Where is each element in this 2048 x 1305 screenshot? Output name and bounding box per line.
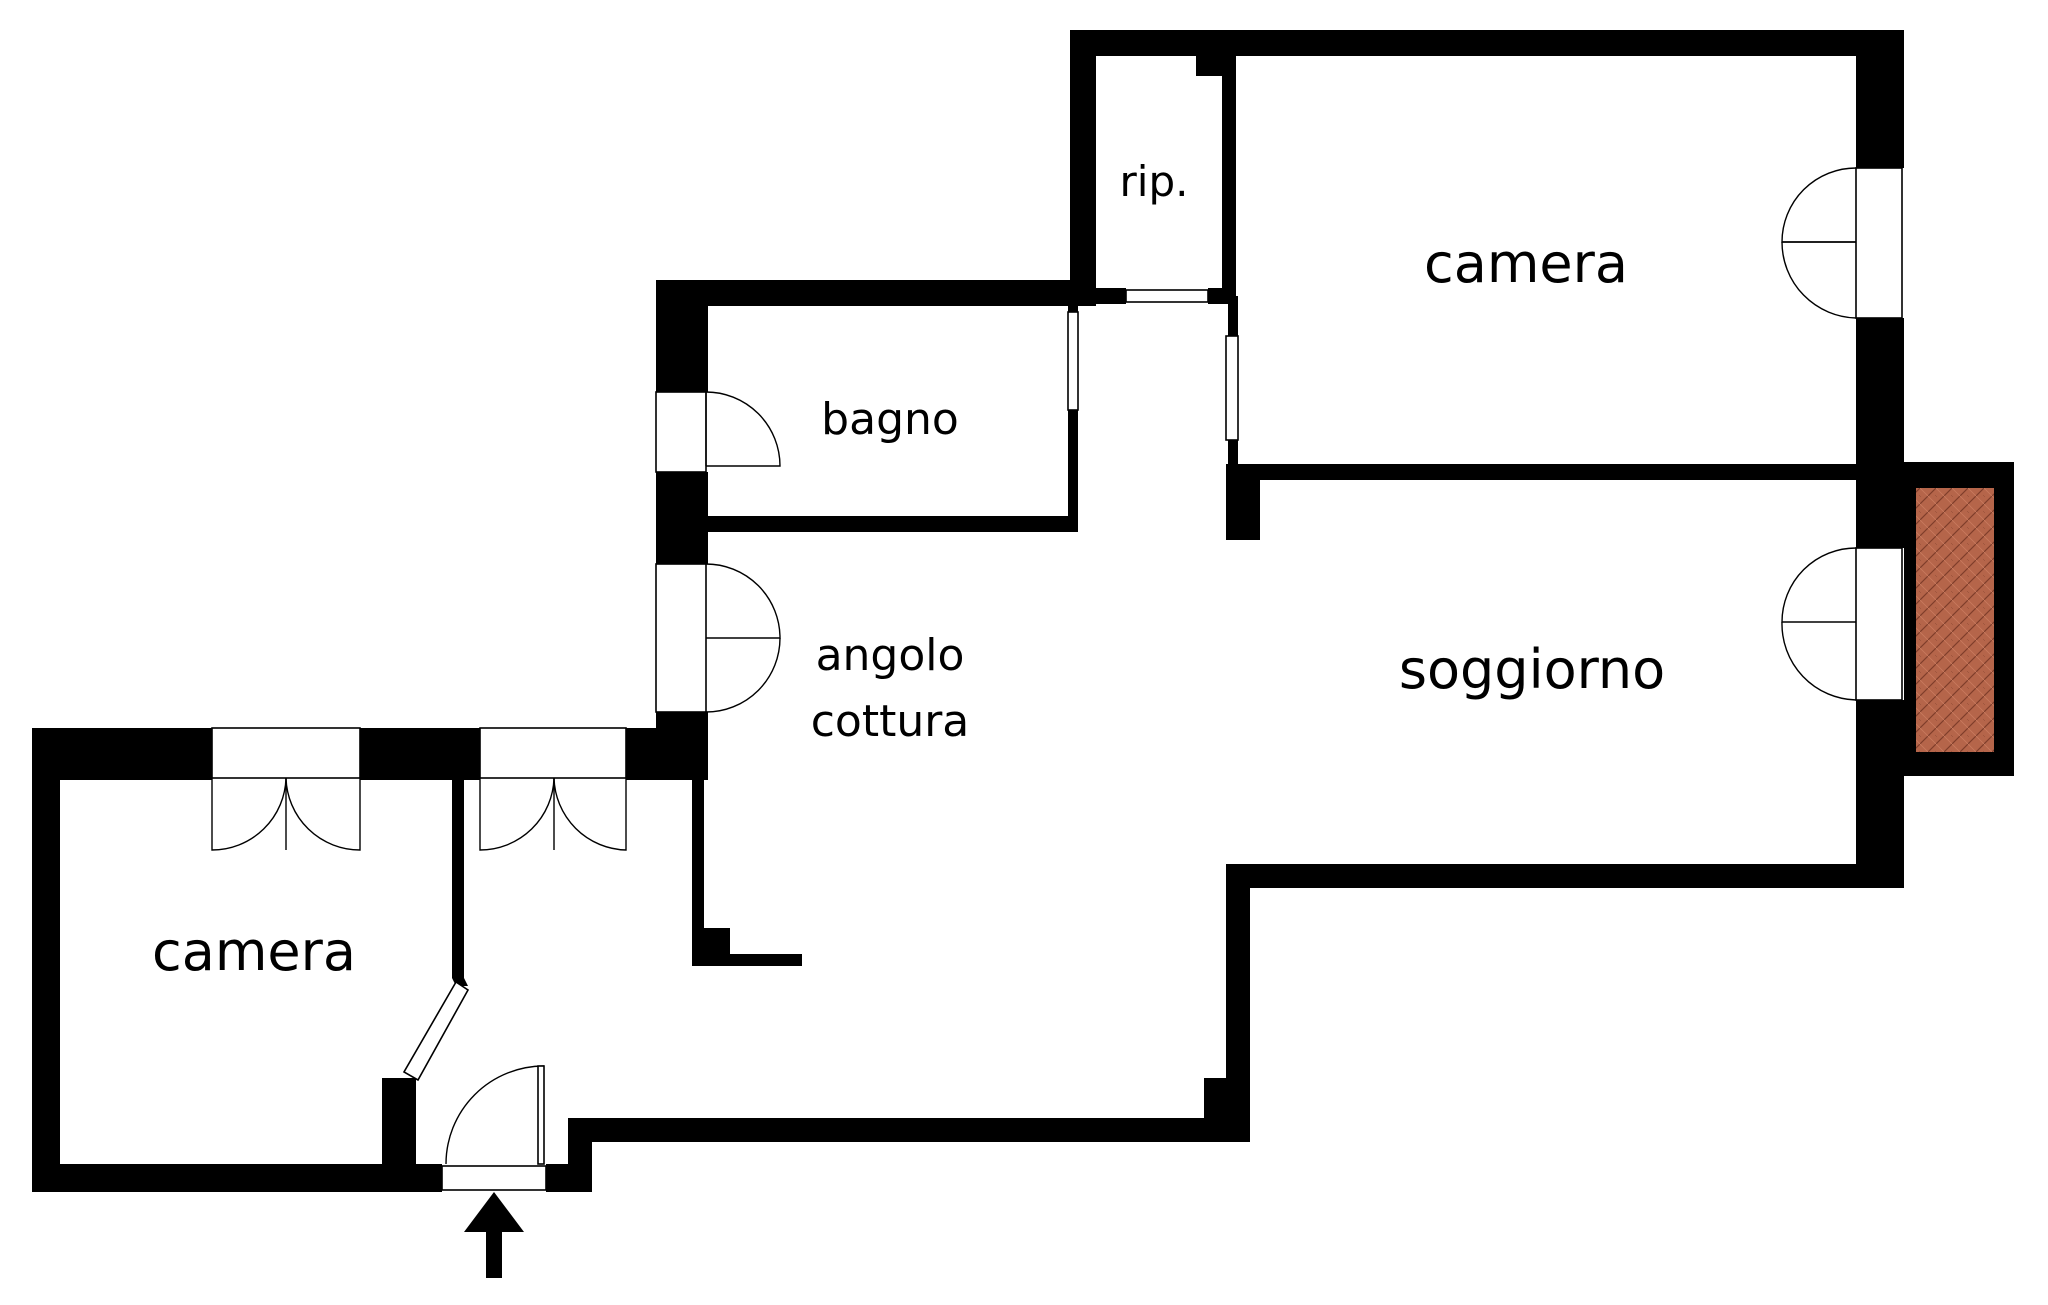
door-camera-top xyxy=(1225,335,1239,441)
wall-right-upper xyxy=(1856,30,1904,168)
entrance-arrow-icon xyxy=(464,1192,524,1278)
wall-top-block-left xyxy=(1070,30,1096,300)
wall-left-top-b xyxy=(360,728,480,780)
door-swing-icon xyxy=(705,391,781,467)
wall-bagno-left-mid xyxy=(656,472,708,564)
entrance-door-sill xyxy=(441,1165,547,1191)
wall-bagno-bottom xyxy=(706,516,1078,532)
wall-left-room-pier xyxy=(382,1078,416,1192)
door-swing-icon xyxy=(1781,167,1857,243)
door-swing-icon xyxy=(211,777,287,851)
door-swings xyxy=(211,167,1857,1165)
wall-left-outer xyxy=(32,728,60,1192)
wall-bagno-right-upper xyxy=(1068,306,1078,312)
door-swing-icon xyxy=(1781,621,1857,701)
window-soggiorno xyxy=(1855,547,1903,701)
door-swing-icon xyxy=(479,777,555,851)
room-label-camera-left: camera xyxy=(152,920,356,983)
wall-camera-left-upper xyxy=(1228,296,1238,336)
wall-counter-horizontal xyxy=(692,954,802,966)
room-label-rip: rip. xyxy=(1120,157,1189,206)
window-left-room xyxy=(211,727,361,779)
wall-camera-soggiorno xyxy=(1228,464,1856,480)
window-camera-top xyxy=(1855,167,1903,319)
door-swing-icon xyxy=(1781,241,1857,319)
walls xyxy=(32,30,1904,1192)
wall-top-block-top xyxy=(1070,30,1904,56)
wall-right-step-vert xyxy=(1226,864,1250,1142)
wall-bagno-right-lower xyxy=(1068,410,1078,532)
wall-left-top-c xyxy=(626,728,708,780)
wall-rip-camera-partition xyxy=(1222,56,1236,296)
sliding-door-left-room xyxy=(402,980,470,1082)
window-entry-top xyxy=(479,727,627,779)
wall-bottom-mid xyxy=(568,1118,1248,1142)
door-swing-icon xyxy=(705,563,781,639)
door-swing-icon xyxy=(553,777,627,851)
balcony-brick-pattern xyxy=(1916,488,1994,752)
room-label-angolo: angolo xyxy=(816,630,965,681)
wall-counter-vertical xyxy=(692,774,704,966)
room-label-camera-top: camera xyxy=(1424,232,1628,295)
wall-left-top-a xyxy=(32,728,212,780)
door-swing-icon xyxy=(705,637,781,713)
wall-bottom-left xyxy=(32,1164,442,1192)
openings xyxy=(211,167,1903,1191)
wall-bagno-top xyxy=(656,280,1096,306)
door-rip xyxy=(1125,289,1209,303)
wall-right-mid xyxy=(1856,318,1904,548)
door-bagno xyxy=(1067,311,1079,411)
wall-left-room-partition xyxy=(452,780,464,978)
wall-bagno-left-top xyxy=(656,280,708,392)
entrance-door-leaf xyxy=(537,1065,545,1165)
wall-column-stub xyxy=(1226,464,1260,540)
room-label-bagno: bagno xyxy=(821,394,959,445)
room-label-cottura: cottura xyxy=(811,696,970,747)
wall-camera-left-lower xyxy=(1228,440,1238,464)
window-bagno xyxy=(655,391,707,473)
balcony xyxy=(1904,462,2014,776)
window-kitchen xyxy=(655,563,707,713)
room-label-soggiorno: soggiorno xyxy=(1399,638,1665,701)
wall-right-step-horiz xyxy=(1226,864,1904,888)
door-swing-icon xyxy=(285,777,361,851)
door-swing-icon xyxy=(1781,547,1857,623)
wall-right-lower xyxy=(1856,700,1904,888)
room-labels: camera rip. bagno angolo cottura soggior… xyxy=(152,157,1665,983)
door-swing-icon xyxy=(445,1065,545,1165)
